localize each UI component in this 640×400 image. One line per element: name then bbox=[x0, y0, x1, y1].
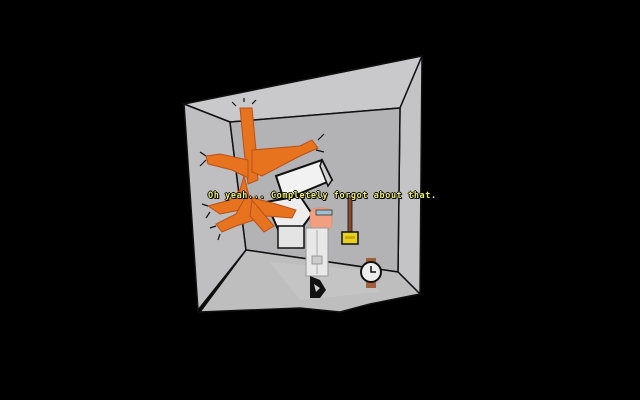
orange-tentacle-creature[interactable] bbox=[205, 107, 319, 233]
dialogue-text: Oh yeah... Completely forgot about that. bbox=[208, 191, 437, 201]
tentacle-hairs bbox=[199, 98, 325, 241]
scientist-character[interactable] bbox=[305, 207, 333, 277]
plunger[interactable] bbox=[341, 197, 359, 245]
walk-cursor-icon bbox=[310, 276, 326, 298]
wristwatch[interactable] bbox=[360, 258, 382, 288]
